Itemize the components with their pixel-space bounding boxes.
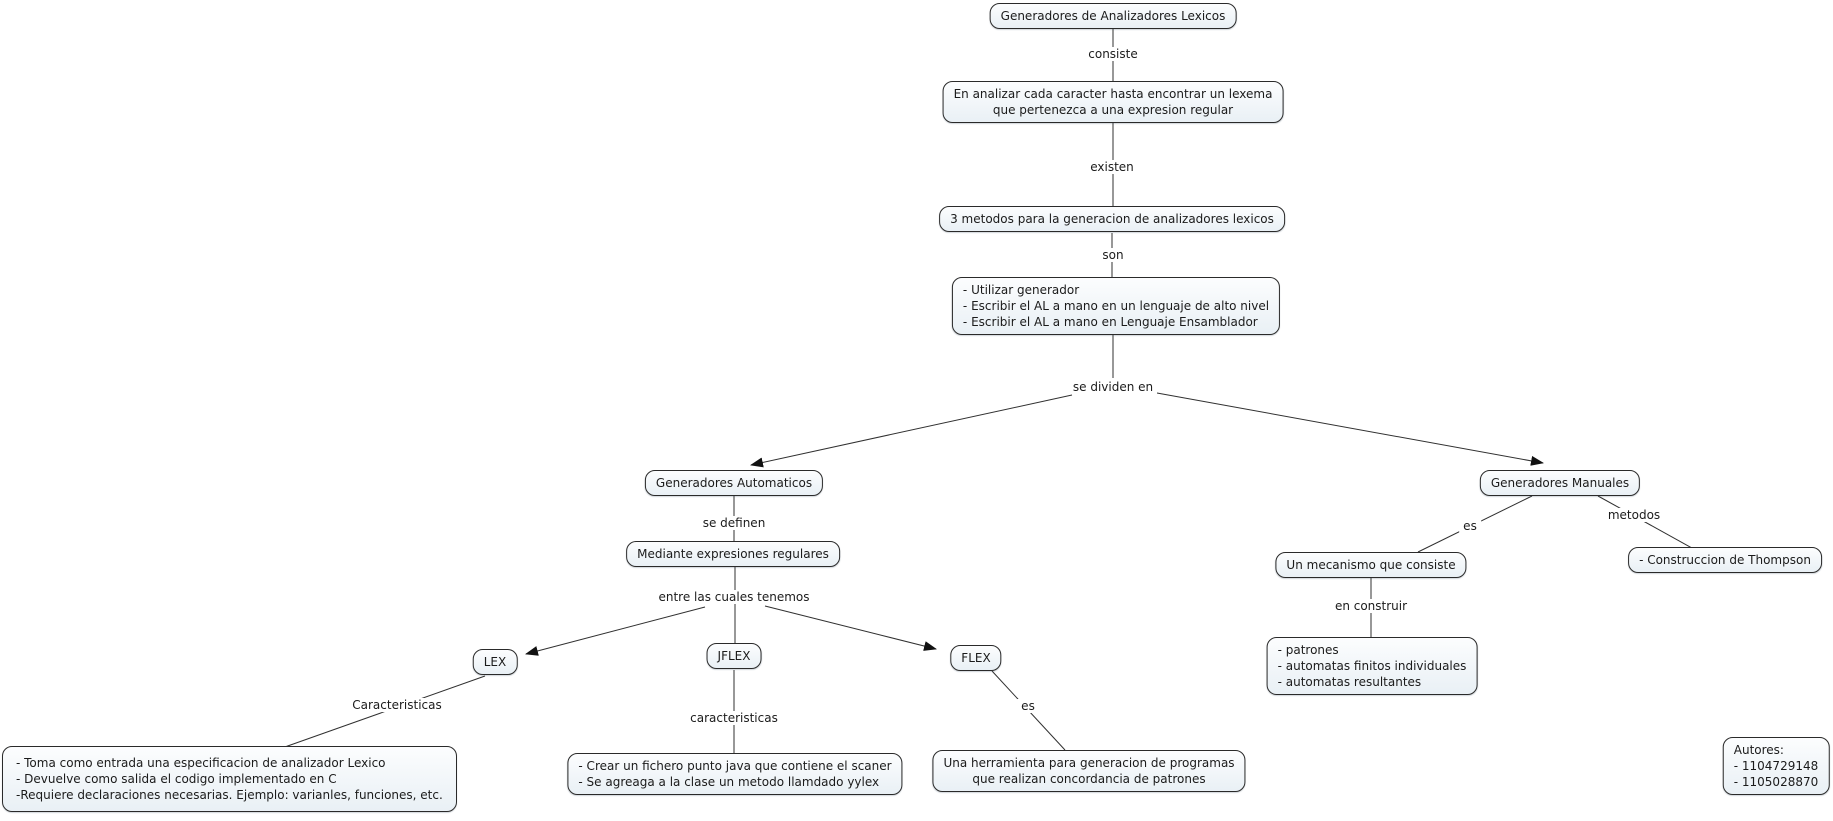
node-3-metodos[interactable]: 3 metodos para la generacion de analizad… [939, 206, 1285, 232]
link-label-metodos[interactable]: metodos [1603, 508, 1665, 522]
node-jflex-caracteristicas[interactable]: - Crear un fichero punto java que contie… [567, 753, 903, 795]
node-line: Autores: [1733, 743, 1784, 757]
node-line: - automatas finitos individuales [1277, 659, 1467, 673]
node-lex-caracteristicas[interactable]: - Toma como entrada una especificacion d… [2, 746, 457, 812]
node-mediante-expresiones-regulares[interactable]: Mediante expresiones regulares [626, 541, 840, 567]
link-label-existen[interactable]: existen [1086, 160, 1138, 174]
node-generadores-automaticos[interactable]: Generadores Automaticos [644, 470, 824, 496]
link-label-se-definen[interactable]: se definen [698, 516, 770, 530]
node-lista-metodos[interactable]: - Utilizar generador - Escribir el AL a … [951, 277, 1281, 335]
node-line: -Requiere declaraciones necesarias. Ejem… [16, 788, 443, 802]
link-label-es-manuales[interactable]: es [1459, 519, 1481, 533]
link-label-son[interactable]: son [1098, 248, 1128, 262]
node-jflex[interactable]: JFLEX [706, 643, 762, 669]
node-generadores-analizadores-lexicos[interactable]: Generadores de Analizadores Lexicos [989, 3, 1237, 29]
node-line: - automatas resultantes [1277, 675, 1422, 689]
node-flex-definicion[interactable]: Una herramienta para generacion de progr… [932, 750, 1246, 792]
node-patrones-automatas[interactable]: - patrones - automatas finitos individua… [1266, 637, 1478, 695]
link-label-caracteristicas-lex[interactable]: Caracteristicas [348, 698, 446, 712]
node-line: - Crear un fichero punto java que contie… [578, 759, 892, 773]
node-lex[interactable]: LEX [472, 649, 518, 675]
node-flex[interactable]: FLEX [950, 645, 1002, 671]
node-line: - patrones [1277, 643, 1339, 657]
node-line: - 1104729148 [1733, 759, 1819, 773]
node-line: que pertenezca a una expresion regular [992, 103, 1234, 117]
node-line: - Devuelve como salida el codigo impleme… [16, 772, 337, 786]
link-label-se-dividen-en[interactable]: se dividen en [1068, 380, 1158, 394]
node-line: - 1105028870 [1733, 775, 1819, 789]
node-line: - Toma como entrada una especificacion d… [16, 756, 386, 770]
link-label-consiste[interactable]: consiste [1084, 47, 1142, 61]
link-label-caracteristicas-jflex[interactable]: caracteristicas [686, 711, 782, 725]
node-line: - Escribir el AL a mano en un lenguaje d… [962, 299, 1270, 313]
node-line: - Escribir el AL a mano en Lenguaje Ensa… [962, 315, 1258, 329]
node-line: - Se agreaga a la clase un metodo llamda… [578, 775, 880, 789]
node-construccion-de-thompson[interactable]: - Construccion de Thompson [1628, 547, 1822, 573]
node-line: que realizan concordancia de patrones [972, 772, 1206, 786]
node-autores[interactable]: Autores: - 1104729148 - 1105028870 [1722, 737, 1830, 795]
node-line: - Utilizar generador [962, 283, 1080, 297]
link-label-es-flex[interactable]: es [1017, 699, 1039, 713]
link-label-en-construir[interactable]: en construir [1330, 599, 1412, 613]
node-un-mecanismo-que-consiste[interactable]: Un mecanismo que consiste [1275, 552, 1467, 578]
link-label-entre-las-cuales-tenemos[interactable]: entre las cuales tenemos [654, 590, 814, 604]
node-en-analizar-cada-caracter[interactable]: En analizar cada caracter hasta encontra… [942, 81, 1284, 123]
node-line: Una herramienta para generacion de progr… [943, 756, 1235, 770]
node-generadores-manuales[interactable]: Generadores Manuales [1479, 470, 1641, 496]
node-line: En analizar cada caracter hasta encontra… [953, 87, 1273, 101]
